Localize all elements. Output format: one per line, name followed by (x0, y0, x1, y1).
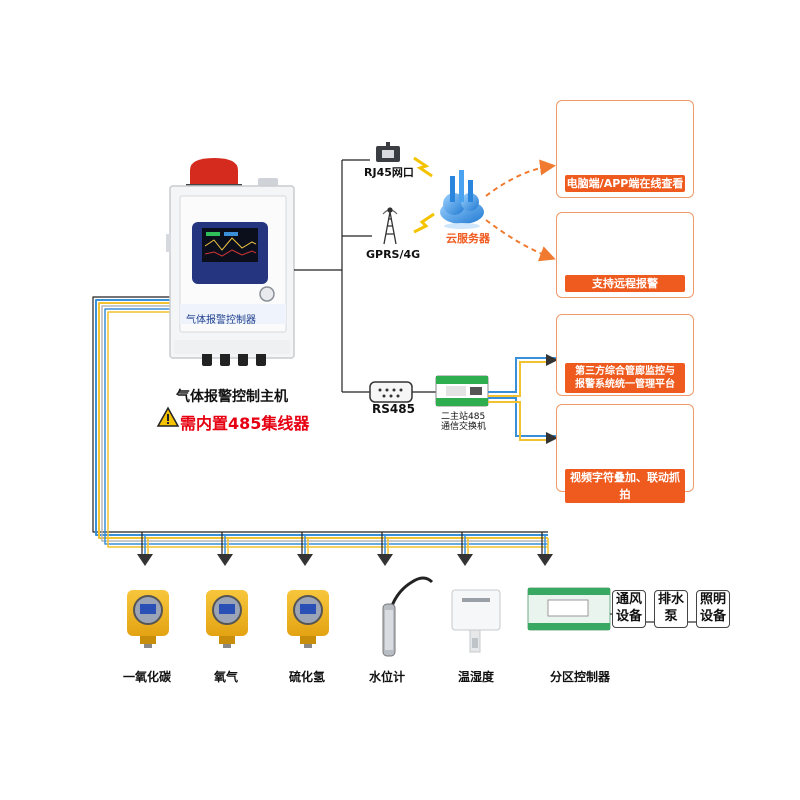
cloud-server-label: 云服务器 (446, 232, 490, 245)
drop-arrow-h2s (297, 532, 313, 566)
device-label-level: 水位计 (369, 670, 406, 684)
device-label-co: 一氧化碳 (123, 670, 172, 684)
zone-output-ventilation-line2: 设备 (615, 609, 642, 624)
zone-output-ventilation-line1: 通风 (615, 592, 642, 607)
drop-arrow-level (377, 532, 393, 566)
gas-detector-o2-icon (206, 590, 248, 648)
third-party-label: 第三方综合管廊监控与 报警系统统一管理平台 (565, 363, 685, 393)
zone-output-drainage-line2: 泵 (664, 609, 678, 624)
rs485-connector-icon (369, 381, 413, 403)
controller-knob (259, 286, 275, 302)
zone-output-drainage: 排水 泵 (654, 590, 688, 628)
controller-host-title: 气体报警控制主机 (176, 389, 288, 405)
zone-controller-board-icon (527, 587, 611, 631)
gas-detector-h2s-icon (287, 590, 329, 648)
alarm-beacon (190, 158, 238, 186)
drop-arrow-co (137, 532, 153, 566)
drop-arrow-temp (457, 532, 473, 566)
rs485-label: RS485 (372, 402, 415, 416)
zone-output-drainage-line1: 排水 (657, 592, 684, 607)
device-label-temp: 温湿度 (458, 670, 495, 684)
device-label-o2: 氧气 (214, 670, 239, 684)
remote-alarm-box: 支持远程报警 (556, 212, 694, 298)
zone-output-lighting: 照明 设备 (696, 590, 730, 628)
third-party-box: 第三方综合管廊监控与 报警系统统一管理平台 (556, 314, 694, 396)
cloud-server-icon (440, 170, 484, 229)
cable-glands (202, 352, 266, 366)
controller-panel-label: 气体报警控制器 (186, 315, 256, 326)
cloud-to-online-arrow (485, 159, 556, 197)
main-bus-cable (92, 296, 548, 548)
water-level-probe-icon (382, 576, 434, 657)
rj45-port-icon (376, 142, 400, 162)
switch-label-line1: 二主站485 (441, 412, 486, 422)
video-overlay-label: 视频字符叠加、联动抓拍 (565, 469, 685, 503)
signal-bolt-icon (413, 212, 435, 234)
temp-humidity-sensor-icon (451, 589, 501, 653)
video-overlay-box: 视频字符叠加、联动抓拍 (556, 404, 694, 503)
warning-icon (156, 406, 180, 427)
bus-drop-arrows (137, 532, 553, 566)
drop-arrow-zone (537, 532, 553, 566)
rs485-switch-icon (435, 375, 489, 407)
device-label-h2s: 硫化氢 (289, 670, 326, 684)
rj45-label: RJ45网口 (364, 166, 414, 179)
gas-detector-co-icon (127, 590, 169, 648)
gprs-label: GPRS/4G (366, 248, 421, 261)
remote-alarm-label: 支持远程报警 (565, 275, 685, 292)
third-party-label-line2: 报警系统统一管理平台 (575, 379, 675, 390)
device-label-zone: 分区控制器 (550, 670, 611, 684)
zone-output-ventilation: 通风 设备 (612, 590, 646, 628)
switch-output-cables (488, 354, 558, 444)
antenna-icon (382, 207, 398, 245)
network-lines (294, 159, 436, 393)
controller-cabinet (166, 158, 295, 366)
warning-text: 需内置485集线器 (180, 414, 310, 433)
drop-arrow-o2 (217, 532, 233, 566)
switch-label-line2: 通信交换机 (441, 422, 487, 432)
online-view-label: 电脑端/APP端在线查看 (565, 175, 685, 192)
zone-output-lighting-line1: 照明 (699, 592, 726, 607)
cloud-to-alarm-arrow (485, 219, 556, 262)
online-view-box: 电脑端/APP端在线查看 (556, 100, 694, 198)
signal-bolt-icon (413, 156, 433, 178)
zone-output-lighting-line2: 设备 (699, 609, 726, 624)
third-party-label-line1: 第三方综合管廊监控与 (575, 366, 675, 377)
